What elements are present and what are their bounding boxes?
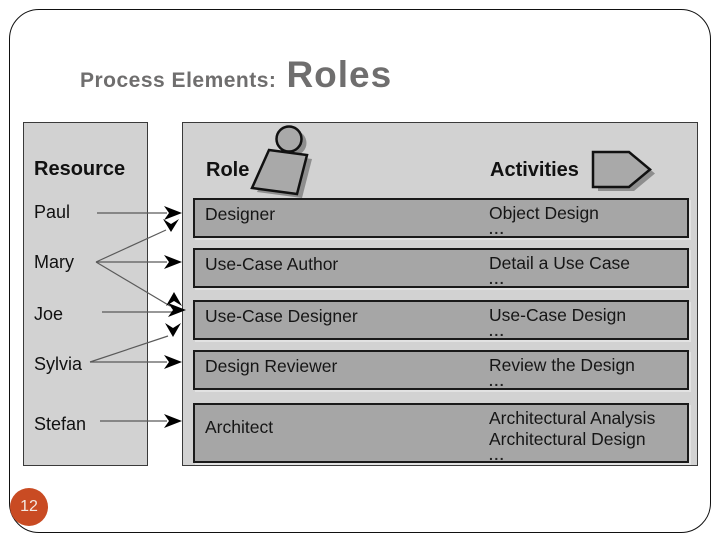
activity-cell: Use-Case Design ...: [489, 305, 627, 339]
activity-text: Object Design: [489, 203, 599, 223]
more-dots: ...: [489, 271, 506, 287]
resource-name-joe: Joe: [34, 304, 64, 324]
role-row-designer: Designer Object Design ...: [193, 198, 689, 238]
activity-cell: Review the Design ...: [489, 355, 635, 389]
title-main: Roles: [286, 54, 393, 95]
activity-text-2: Architectural Design: [489, 429, 646, 449]
more-dots: ...: [489, 323, 506, 339]
resource-name-paul: Paul: [34, 202, 71, 222]
resource-panel: Resource Paul Mary Joe Sylvia Stefan: [23, 122, 148, 466]
activity-text: Architectural Analysis: [489, 408, 656, 428]
role-cell: Designer: [205, 204, 276, 224]
role-cell: Use-Case Designer: [205, 306, 358, 326]
resource-name-mary: Mary: [34, 252, 74, 272]
activity-text: Review the Design: [489, 355, 635, 375]
more-dots: ...: [489, 221, 506, 237]
resource-name-stefan: Stefan: [34, 414, 87, 434]
activity-cell: Object Design ...: [489, 203, 599, 237]
role-cell: Design Reviewer: [205, 356, 338, 376]
role-cell: Use-Case Author: [205, 254, 339, 274]
activity-text: Use-Case Design: [489, 305, 627, 325]
page-number-badge: 12: [10, 488, 48, 526]
role-row-use-case-author: Use-Case Author Detail a Use Case ...: [193, 248, 689, 288]
resource-header: Resource: [34, 158, 126, 180]
role-row-architect: Architect Architectural Analysis Archite…: [193, 403, 689, 463]
role-row-design-reviewer: Design Reviewer Review the Design ...: [193, 350, 689, 390]
person-icon: [250, 125, 312, 198]
activities-header: Activities: [490, 159, 579, 181]
activity-arrow-icon: [591, 150, 655, 191]
resource-name-sylvia: Sylvia: [34, 354, 83, 374]
more-dots: ...: [489, 373, 506, 389]
activity-cell: Detail a Use Case ...: [489, 253, 631, 287]
role-cell: Architect: [205, 417, 274, 437]
role-row-use-case-designer: Use-Case Designer Use-Case Design ...: [193, 300, 689, 340]
page-number: 12: [20, 498, 38, 515]
slide-title: Process Elements: Roles: [80, 54, 392, 96]
title-prefix: Process Elements:: [80, 69, 277, 92]
more-dots: ...: [489, 447, 506, 463]
slide-border: [9, 9, 711, 533]
activity-cell: Architectural Analysis Architectural Des…: [489, 408, 656, 463]
activity-text: Detail a Use Case: [489, 253, 631, 273]
role-header: Role: [206, 159, 250, 181]
